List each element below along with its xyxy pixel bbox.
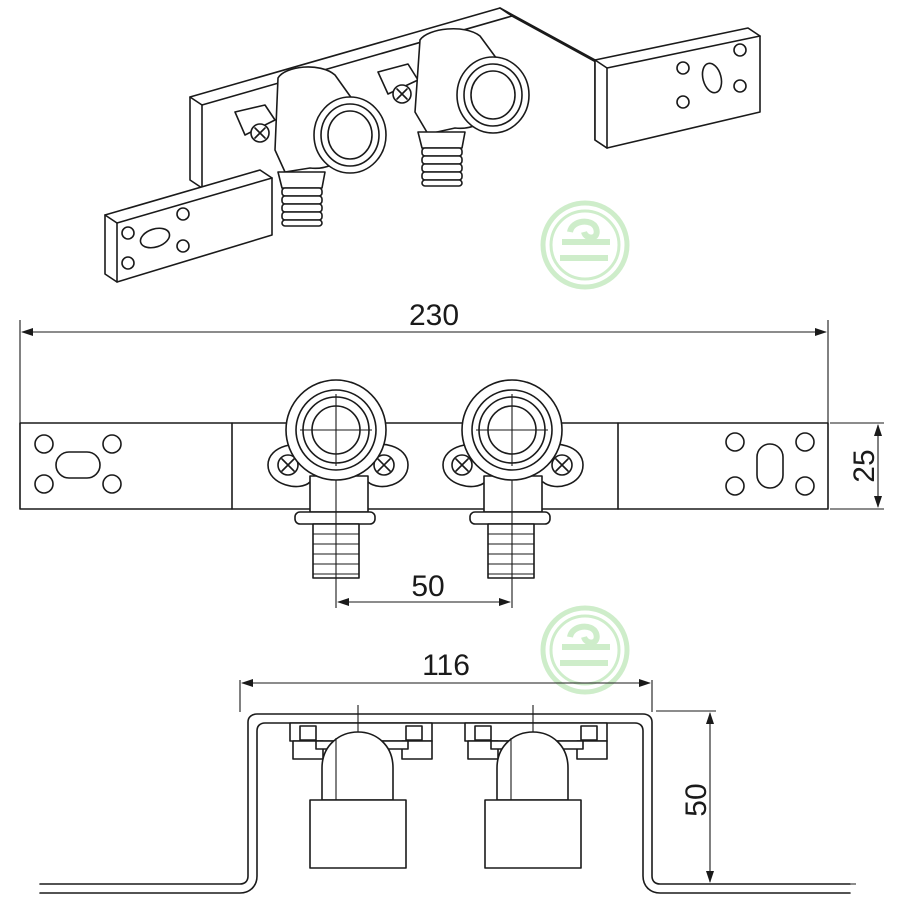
- mount-hole: [102, 474, 122, 494]
- mount-hole: [34, 474, 54, 494]
- dimension-plate-height: 25: [848, 449, 881, 482]
- mount-hole: [733, 43, 747, 57]
- mount-hole: [121, 256, 135, 270]
- dimension-bracket-depth: 50: [680, 783, 713, 816]
- dimension-overall-length: 230: [409, 299, 459, 332]
- top-view: 116 50: [39, 649, 856, 894]
- wall-elbow-right: [442, 379, 584, 579]
- elbow-fitting-left: [234, 66, 387, 227]
- mount-hole: [176, 207, 190, 221]
- bracket-profile: [39, 713, 851, 885]
- slot-hole: [756, 443, 784, 489]
- dimension-bracket-width: 116: [422, 649, 470, 682]
- watermark-logo-icon: [540, 200, 630, 290]
- elbow-top-left: [289, 705, 433, 869]
- dimension-outlet-spacing: 50: [411, 570, 444, 603]
- elbow-fitting-right: [377, 27, 530, 187]
- mount-hole: [34, 434, 54, 454]
- mount-hole: [176, 239, 190, 253]
- mount-hole: [676, 95, 690, 109]
- slot-hole: [139, 227, 171, 249]
- left-mounting-plate: [104, 169, 273, 283]
- mounting-bar: [19, 422, 829, 510]
- mount-hole: [733, 79, 747, 93]
- mount-hole: [121, 226, 135, 240]
- mount-hole: [102, 434, 122, 454]
- mount-hole: [795, 432, 815, 452]
- slot-hole: [701, 62, 723, 94]
- right-mounting-plate: [594, 27, 761, 149]
- mount-hole: [725, 432, 745, 452]
- slot-hole: [55, 451, 101, 479]
- bracket-left-wall: [189, 96, 203, 189]
- mount-hole: [676, 61, 690, 75]
- front-view: 230 25: [19, 299, 884, 608]
- wall-elbow-left: [267, 379, 409, 579]
- elbow-top-right: [464, 705, 608, 869]
- isometric-view: [104, 7, 761, 283]
- mount-hole: [795, 476, 815, 496]
- mount-hole: [725, 476, 745, 496]
- watermark-logo-icon: [540, 605, 630, 695]
